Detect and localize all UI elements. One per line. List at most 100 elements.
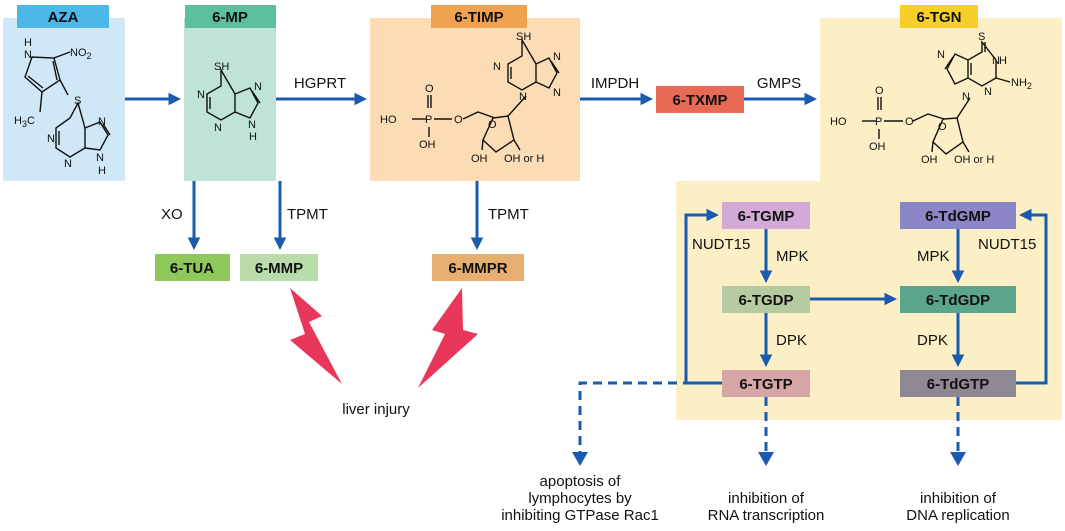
tgn-o3: O: [938, 121, 947, 133]
tgn-nh2: NH2: [1011, 77, 1032, 91]
outcome-liver-injury: liver injury: [342, 401, 410, 418]
svg-text:DNA replication: DNA replication: [906, 507, 1009, 524]
enzyme-hgprt: HGPRT: [294, 75, 346, 92]
outcome-dna: inhibition of DNA replication: [906, 490, 1009, 524]
enzyme-dpk-left: DPK: [776, 332, 807, 349]
enzyme-tpmt-2: TPMT: [488, 206, 529, 223]
outcome-rna: inhibition of RNA transcription: [708, 490, 825, 524]
timp-n1: N: [493, 61, 501, 73]
timp-label: 6-TIMP: [454, 9, 503, 26]
tgn-n4: N: [962, 91, 970, 103]
timp-oh: OH: [419, 139, 436, 151]
tgn-s: S: [978, 31, 985, 43]
timp-n4: N: [553, 87, 561, 99]
mp-n1: N: [197, 89, 205, 101]
node-tgtp: 6-TGTP: [722, 370, 810, 397]
tgn-p: P: [875, 116, 882, 128]
node-tgdp: 6-TGDP: [722, 286, 810, 313]
enzyme-mpk-right: MPK: [917, 248, 950, 265]
tgn-structure: S H N N NH2 N N HO P O OH O O OH OH or H: [830, 31, 1032, 166]
enzyme-tpmt-1: TPMT: [287, 206, 328, 223]
tgn-ho: HO: [830, 116, 847, 128]
node-tdgdp: 6-TdGDP: [900, 286, 1016, 313]
svg-text:inhibiting GTPase Rac1: inhibiting GTPase Rac1: [501, 507, 659, 524]
mp-label: 6-MP: [212, 9, 248, 26]
node-tdgtp: 6-TdGTP: [900, 370, 1016, 397]
aza-h3c: H3C: [14, 115, 35, 129]
mp-h: H: [249, 131, 257, 143]
timp-panel: 6-TIMP: [370, 5, 580, 181]
dash-arrowhead-rna: [758, 452, 774, 466]
timp-label-bg: [431, 5, 527, 28]
timp-o3: O: [488, 119, 497, 131]
mp-n3: N: [254, 81, 262, 93]
aza-label-bg: [17, 5, 109, 28]
svg-text:6-TXMP: 6-TXMP: [672, 92, 727, 109]
dash-arrowhead-dna: [950, 452, 966, 466]
node-mmp: 6-MMP: [240, 254, 318, 281]
lightning-icon-left: [290, 288, 342, 384]
timp-p: P: [425, 114, 432, 126]
aza-nh-h: H: [24, 37, 32, 49]
tgn-nh1: H: [999, 55, 1007, 67]
tgn-ohorh: OH or H: [954, 154, 994, 166]
node-txmp: 6-TXMP: [656, 86, 744, 113]
aza-structure: H N NO2 S H3C N N N N H: [14, 37, 111, 177]
node-mmpr: 6-MMPR: [432, 254, 524, 281]
svg-text:6-TGTP: 6-TGTP: [739, 376, 792, 393]
timp-ohorh: OH or H: [504, 153, 544, 165]
node-tdgmp: 6-TdGMP: [900, 202, 1016, 229]
enzyme-nudt15-right: NUDT15: [978, 236, 1036, 253]
aza-n1: N: [24, 49, 32, 61]
timp-structure: SH N N N N HO P O OH O O OH OH or H: [380, 31, 561, 165]
svg-text:6-TGDP: 6-TGDP: [738, 292, 793, 309]
tgn-panel: 6-TGN: [676, 5, 1062, 420]
tgn-n2: N: [984, 86, 992, 98]
aza-n4: N: [98, 116, 106, 128]
tgn-label-bg: [900, 5, 978, 28]
mp-panel: 6-MP: [184, 5, 276, 181]
timp-n2: N: [519, 91, 527, 103]
enzyme-nudt15-left: NUDT15: [692, 236, 750, 253]
tgn-label: 6-TGN: [917, 9, 962, 26]
svg-text:6-TUA: 6-TUA: [170, 260, 214, 277]
enzyme-dpk-right: DPK: [917, 332, 948, 349]
tgn-o2: O: [905, 116, 914, 128]
svg-text:6-TdGDP: 6-TdGDP: [926, 292, 990, 309]
timp-sh: SH: [516, 31, 531, 43]
timp-o2: O: [454, 114, 463, 126]
tgn-panel-bg: [676, 18, 1062, 420]
aza-n2: N: [47, 133, 55, 145]
tgn-oh2: OH: [921, 154, 938, 166]
node-tua: 6-TUA: [155, 254, 230, 281]
enzyme-mpk-left: MPK: [776, 248, 809, 265]
tgn-o1: O: [875, 85, 884, 97]
aza-label: AZA: [48, 9, 79, 26]
svg-text:apoptosis of: apoptosis of: [540, 473, 622, 490]
tgn-n1: N: [992, 55, 1000, 67]
svg-text:6-MMP: 6-MMP: [255, 260, 303, 277]
aza-n5: N: [96, 152, 104, 164]
timp-n3: N: [553, 51, 561, 63]
tgn-n3: N: [937, 49, 945, 61]
svg-text:lymphocytes by: lymphocytes by: [528, 490, 632, 507]
arrow-nudt15-right-loop: [1016, 208, 1048, 385]
aza-s: S: [74, 95, 81, 107]
svg-text:6-MMPR: 6-MMPR: [448, 260, 507, 277]
aza-no2: NO2: [70, 47, 92, 61]
mp-structure: SH N N N N H: [197, 61, 262, 143]
aza-panel: AZA: [3, 5, 125, 181]
enzyme-gmps: GMPS: [757, 75, 801, 92]
enzyme-impdh: IMPDH: [591, 75, 639, 92]
dash-tgtp-apoptosis: [578, 381, 722, 458]
outcome-apoptosis: apoptosis of lymphocytes by inhibiting G…: [501, 473, 659, 524]
mp-n2: N: [214, 122, 222, 134]
svg-text:6-TGMP: 6-TGMP: [738, 208, 795, 225]
mp-n4: N: [248, 119, 256, 131]
mp-panel-bg: [184, 18, 276, 181]
svg-text:RNA transcription: RNA transcription: [708, 507, 825, 524]
aza-h: H: [98, 165, 106, 177]
svg-text:inhibition of: inhibition of: [728, 490, 805, 507]
